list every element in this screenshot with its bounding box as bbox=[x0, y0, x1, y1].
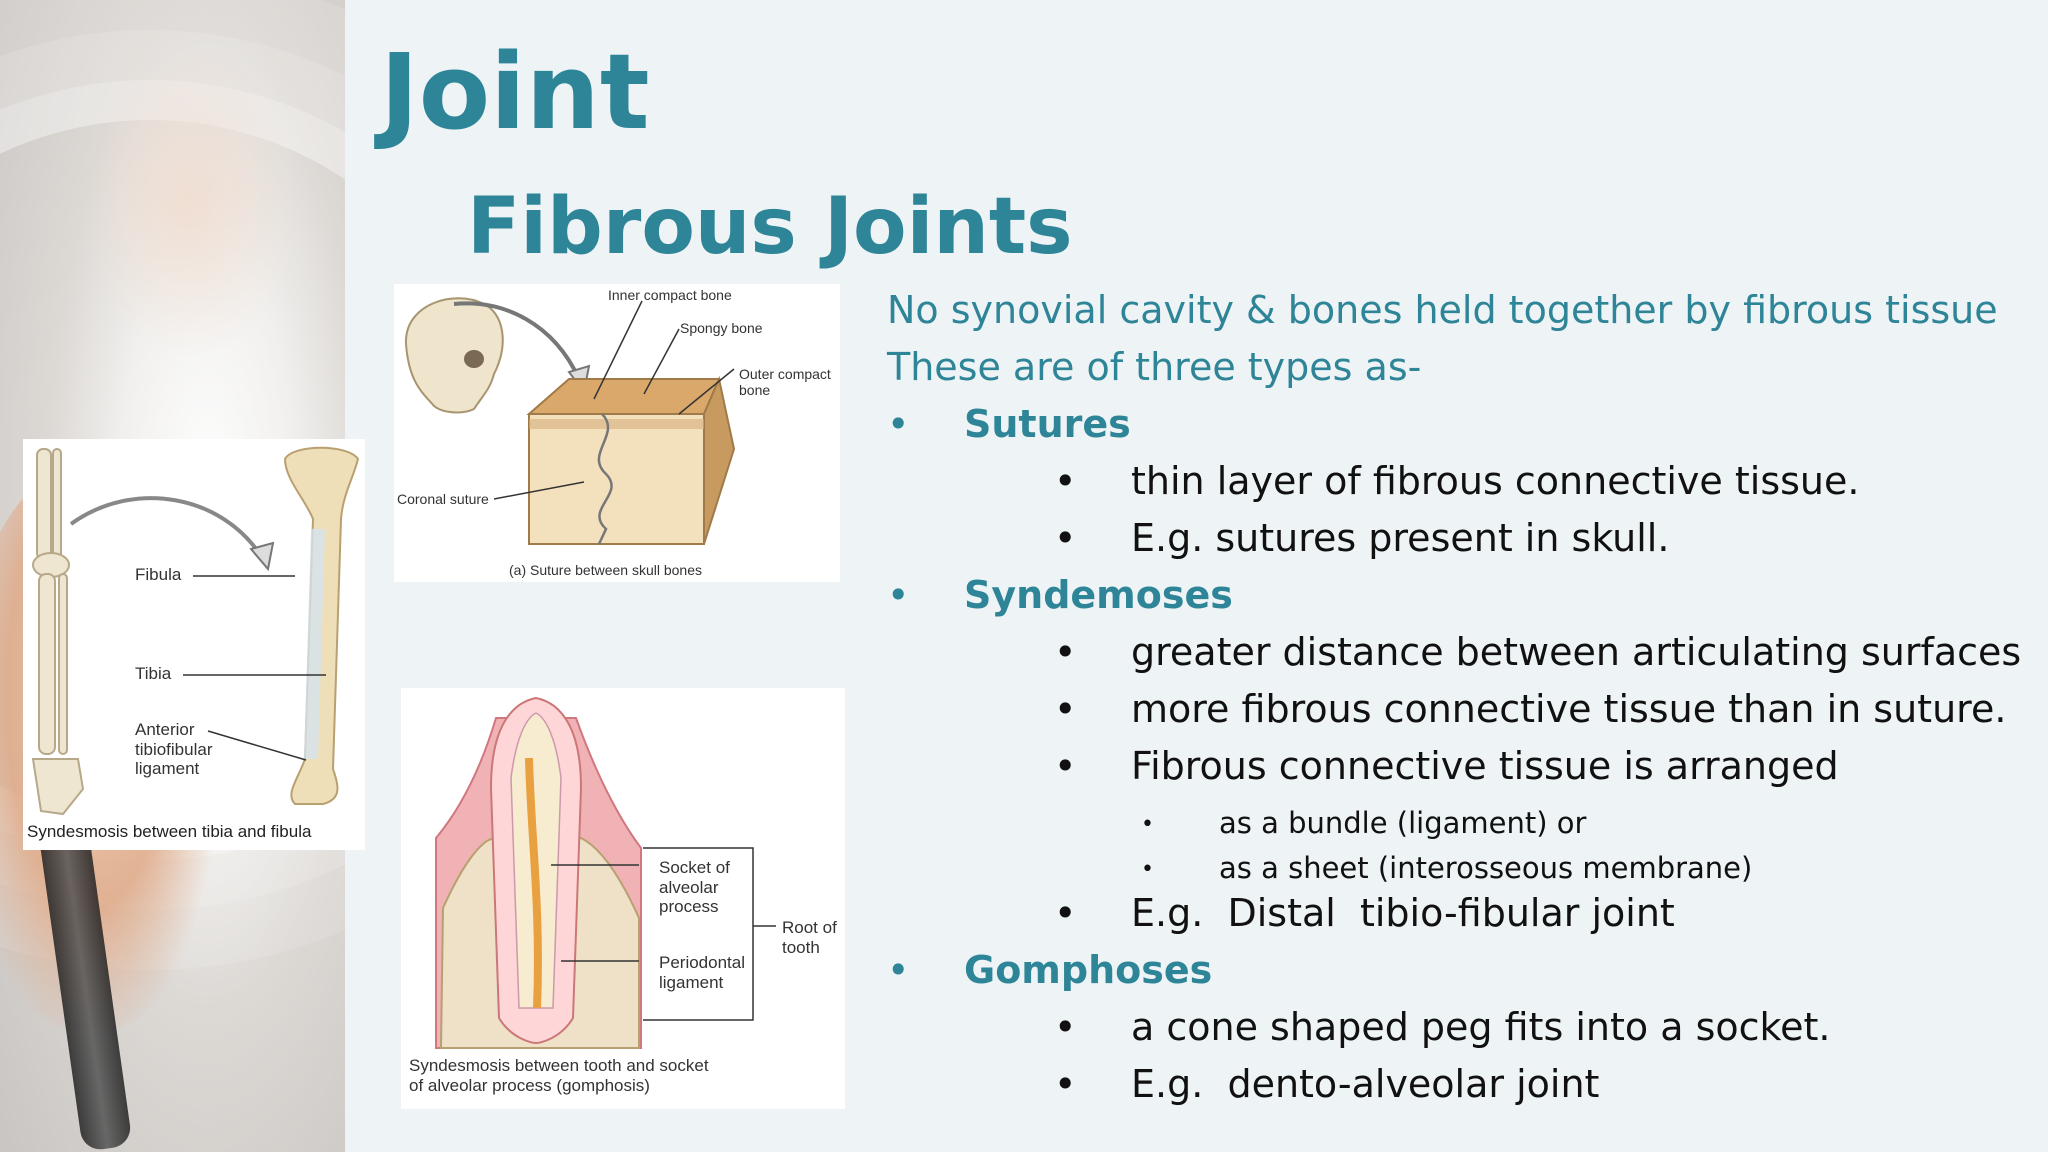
label-inner-compact-bone: Inner compact bone bbox=[608, 287, 732, 303]
tooth-gomphosis-illustration bbox=[435, 696, 776, 1049]
label-anterior-tibiofibular-ligament: Anterior tibiofibular ligament bbox=[135, 720, 213, 779]
skull-suture-figure: Inner compact bone Spongy bone Outer com… bbox=[394, 284, 840, 582]
label-root-of-tooth: Root of tooth bbox=[782, 918, 837, 957]
intro-line-2: These are of three types as- bbox=[887, 345, 1422, 389]
label-spongy-bone: Spongy bone bbox=[680, 320, 763, 336]
sub-list-item-text: as a sheet (interosseous membrane) bbox=[1219, 851, 1753, 885]
bullet: • bbox=[1054, 687, 1077, 731]
tooth-caption: Syndesmosis between tooth and socket of … bbox=[409, 1056, 709, 1095]
list-item-text: a cone shaped peg fits into a socket. bbox=[1131, 1005, 1831, 1049]
bullet: • bbox=[887, 573, 910, 617]
label-tibia: Tibia bbox=[135, 664, 172, 683]
tibia-fibula-illustration bbox=[31, 446, 360, 816]
bullet: • bbox=[1141, 857, 1154, 882]
list-item-text: E.g. Distal tibio-fibular joint bbox=[1131, 891, 1675, 935]
skull-suture-caption: (a) Suture between skull bones bbox=[509, 562, 702, 578]
heading-text: Syndemoses bbox=[964, 573, 1233, 617]
blurred-doctor-figure bbox=[80, 40, 300, 360]
bullet: • bbox=[1054, 1062, 1077, 1106]
label-outer-compact-bone: Outer compact bone bbox=[739, 366, 831, 399]
list-item-text: thin layer of fibrous connective tissue. bbox=[1131, 459, 1860, 503]
sub-list-item-text: as a bundle (ligament) or bbox=[1219, 806, 1587, 840]
heading-text: Sutures bbox=[964, 402, 1131, 446]
list-item-text: E.g. sutures present in skull. bbox=[1131, 516, 1670, 560]
list-item-text: E.g. dento-alveolar joint bbox=[1131, 1062, 1600, 1106]
tooth-gomphosis-figure: Socket of alveolar process Periodontal l… bbox=[401, 688, 845, 1109]
intro-line-1: No synovial cavity & bones held together… bbox=[887, 288, 1998, 332]
bullet: • bbox=[1054, 630, 1077, 674]
tibia-fibula-figure: Fibula Tibia Anterior tibiofibular ligam… bbox=[23, 439, 365, 850]
label-coronal-suture: Coronal suture bbox=[397, 491, 489, 507]
tibia-fibula-caption: Syndesmosis between tibia and fibula bbox=[27, 822, 312, 841]
bullet: • bbox=[1054, 744, 1077, 788]
list-item-text: Fibrous connective tissue is arranged bbox=[1131, 744, 1839, 788]
label-periodontal-ligament: Periodontal ligament bbox=[659, 953, 746, 992]
bullet: • bbox=[1054, 891, 1077, 935]
bullet: • bbox=[1054, 516, 1077, 560]
bullet: • bbox=[1141, 812, 1154, 837]
label-socket-of-alveolar-process: Socket of alveolar process bbox=[659, 858, 730, 917]
bullet: • bbox=[887, 402, 910, 446]
heading-text: Gomphoses bbox=[964, 948, 1213, 992]
bullet: • bbox=[1054, 1005, 1077, 1049]
list-item-text: more fibrous connective tissue than in s… bbox=[1131, 687, 2007, 731]
bullet: • bbox=[1054, 459, 1077, 503]
skull-suture-illustration bbox=[404, 297, 736, 545]
list-item-text: greater distance between articulating su… bbox=[1131, 630, 2022, 674]
slide-title: Joint bbox=[380, 31, 650, 153]
label-fibula: Fibula bbox=[135, 565, 182, 584]
slide-subtitle: Fibrous Joints bbox=[467, 182, 1073, 272]
bullet: • bbox=[887, 948, 910, 992]
